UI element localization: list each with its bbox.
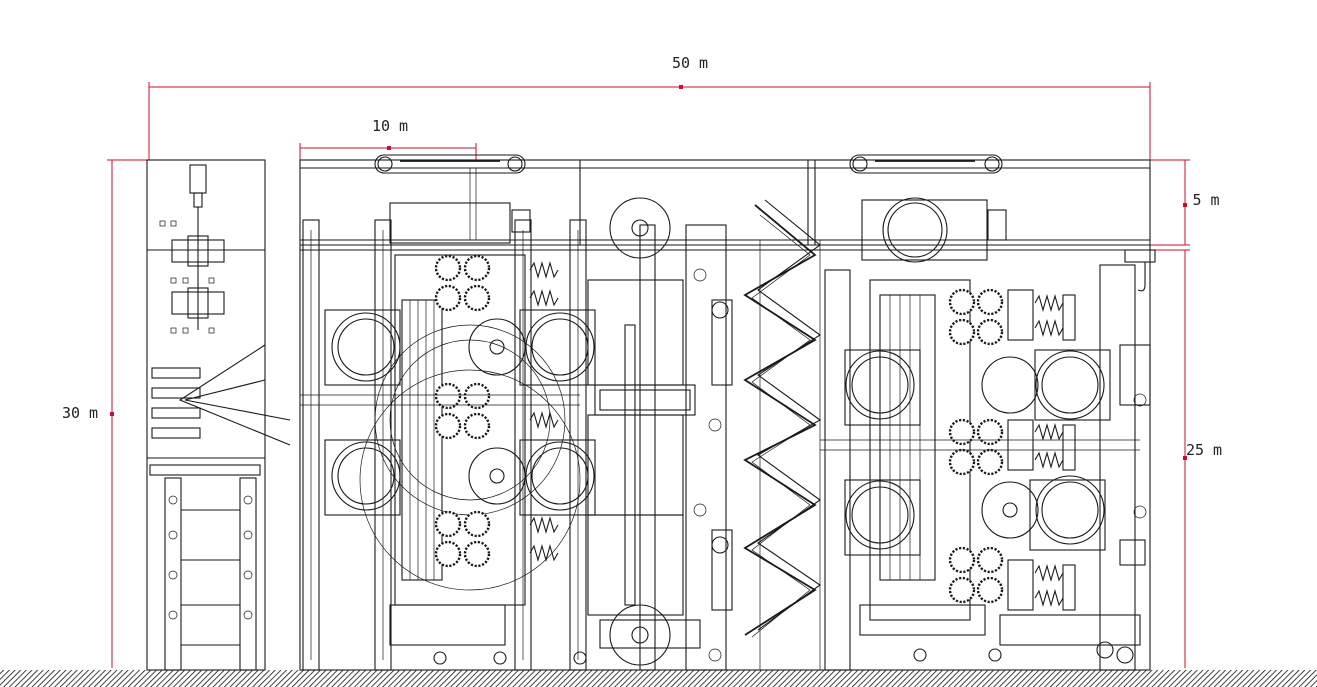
dimension-label-overall-height: 30 m [62,404,98,422]
dimension-label-top-section: 5 m [1192,191,1219,209]
stand-one [300,202,596,671]
dimension-label-module-width: 10 m [372,117,408,135]
dimension-overall-width: 50 m [148,54,1151,160]
dimension-label-lower-section: 25 m [1186,441,1222,459]
dimension-overall-height: 30 m [62,159,149,668]
dimension-lines: 50 m 10 m 30 m 5 m [62,54,1222,668]
dimension-top-section: 5 m [1150,159,1220,246]
left-feed-module [146,159,291,671]
dimension-lower-section: 25 m [1150,249,1222,668]
top-tensioners [374,154,1003,174]
dimension-module-width: 10 m [299,117,477,160]
zigzag-conveyor [743,199,822,670]
ground-hatch [0,670,1317,687]
dimension-label-overall-width: 50 m [672,54,708,72]
stand-two [587,197,733,671]
stand-three [820,197,1156,671]
main-frame [299,159,1151,671]
